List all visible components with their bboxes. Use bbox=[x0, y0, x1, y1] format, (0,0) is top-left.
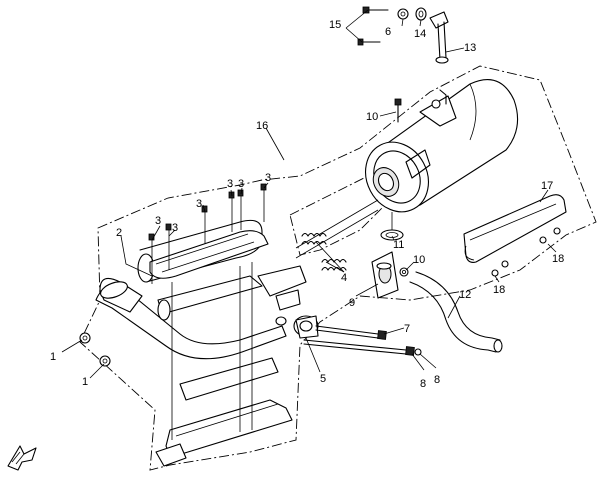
head-pipe-heat-shield-upper bbox=[149, 230, 269, 279]
callout-17: 17 bbox=[541, 180, 553, 192]
callout-10a: 10 bbox=[366, 111, 378, 123]
callout-3b: 3 bbox=[172, 222, 178, 234]
muffler-heat-shield bbox=[463, 194, 567, 263]
callout-13: 13 bbox=[464, 42, 476, 54]
muffler-bracket bbox=[419, 89, 457, 127]
front-direction-arrow-icon bbox=[7, 445, 37, 471]
bolt-10-upper bbox=[394, 98, 402, 123]
callout-3e: 3 bbox=[238, 178, 244, 190]
callout-5: 5 bbox=[320, 373, 326, 385]
center-bracket bbox=[257, 265, 307, 311]
callout-16: 16 bbox=[256, 120, 268, 132]
callout-8a: 8 bbox=[420, 378, 426, 390]
leader-lines bbox=[61, 9, 557, 379]
washer-14 bbox=[415, 7, 427, 21]
inlet-flange bbox=[371, 251, 399, 299]
callout-6: 6 bbox=[385, 26, 391, 38]
mounting-bolts-3 bbox=[148, 183, 267, 440]
callout-2: 2 bbox=[116, 227, 122, 239]
bolt-15-upper bbox=[362, 6, 389, 14]
group-boundary-outline bbox=[79, 65, 597, 471]
exhaust-springs bbox=[295, 199, 379, 271]
clamp-bolt-8 bbox=[303, 339, 422, 356]
muffler bbox=[365, 79, 519, 213]
callout-12: 12 bbox=[459, 289, 471, 301]
flange-nut-5a bbox=[275, 316, 287, 326]
callout-14: 14 bbox=[414, 28, 426, 40]
clamp-bolt-7 bbox=[315, 325, 387, 340]
callout-18b: 18 bbox=[552, 253, 564, 265]
exhaust-clamp bbox=[293, 315, 319, 339]
callout-3a: 3 bbox=[155, 215, 161, 227]
callout-10b: 10 bbox=[413, 254, 425, 266]
washer-6 bbox=[397, 8, 409, 20]
callout-labels: 1 1 2 3 3 3 3 3 3 4 5 6 7 8 8 9 10 10 11… bbox=[50, 19, 564, 390]
callout-7: 7 bbox=[404, 323, 410, 335]
callout-3f: 3 bbox=[265, 172, 271, 184]
heat-shield-screws-18 bbox=[491, 227, 561, 277]
callout-11: 11 bbox=[393, 239, 404, 251]
callout-8b: 8 bbox=[434, 374, 440, 386]
drain-hose bbox=[409, 271, 503, 353]
bolt-15-lower bbox=[357, 38, 381, 46]
nut-1-upper bbox=[79, 332, 91, 344]
callout-18a: 18 bbox=[493, 284, 505, 296]
callout-1b: 1 bbox=[82, 376, 88, 388]
callout-1a: 1 bbox=[50, 351, 56, 363]
head-pipe-heat-shield-lower bbox=[155, 357, 293, 467]
callout-4: 4 bbox=[341, 272, 347, 284]
callout-15: 15 bbox=[329, 19, 341, 31]
callout-9: 9 bbox=[349, 297, 355, 309]
hanger-rod-13 bbox=[429, 11, 449, 64]
callout-3c: 3 bbox=[196, 198, 202, 210]
nut-1-lower bbox=[99, 355, 111, 367]
callout-3d: 3 bbox=[227, 178, 233, 190]
